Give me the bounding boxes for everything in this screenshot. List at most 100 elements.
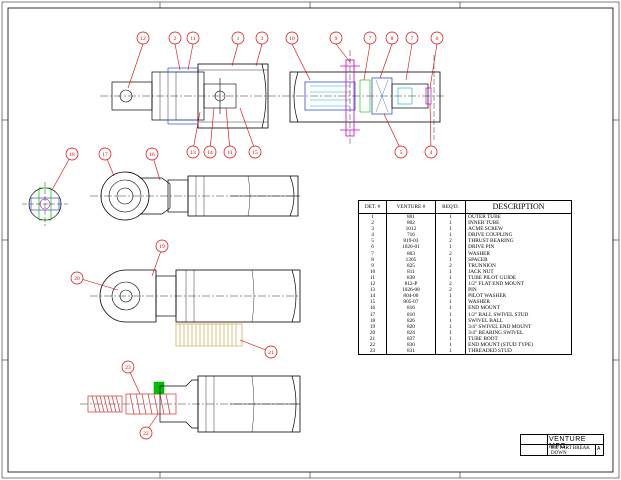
balloon-21: 21 [264,345,278,359]
bom-reqd: 1 [434,317,467,324]
bom-reqd: 2 [434,250,467,257]
bom-header-venture: VENTURE # [386,200,436,214]
bom-reqd: 1 [434,226,467,233]
bom-det: 19 [357,323,388,330]
balloon-23: 23 [121,360,135,374]
balloon-1: 1 [231,31,245,45]
bom-reqd: 1 [434,299,467,306]
bom-det: 23 [357,348,388,356]
bom-reqd: 1 [434,232,467,239]
bom-det: 12 [357,281,388,288]
bom-det: 18 [357,317,388,324]
bom-reqd: 2 [434,262,467,269]
bom-det: 13 [357,287,388,294]
bom-reqd: 2 [434,238,467,245]
bom-reqd: 1 [434,323,467,330]
swivel-mount-view [90,269,301,347]
balloon-19: 19 [155,239,169,253]
bom-description: ACME SCREW [465,226,572,233]
svg-text:19: 19 [159,244,165,250]
bearing-swivel [111,281,141,311]
bom-reqd: 2 [434,287,467,294]
svg-text:20: 20 [74,276,80,282]
bom-description: PILOT WASHER [465,293,572,300]
balloon-13: 13 [186,145,200,159]
balloon-12: 12 [136,31,150,45]
balloon-10: 10 [285,31,299,45]
threaded-stud [87,393,177,415]
svg-text:21: 21 [268,350,274,356]
drive-coupling [391,83,429,109]
bom-det: 22 [357,341,388,349]
bom-description: 1/2" FLAT END MOUNT [465,281,572,288]
svg-text:7: 7 [369,36,372,42]
bom-description: DRIVE PIN [465,244,572,251]
balloon-8: 8 [385,31,399,45]
balloon-18: 18 [65,147,79,161]
bom-description: END MOUNT [465,305,572,312]
svg-text:10: 10 [289,36,295,42]
bom-det: 9 [357,262,388,269]
bom-det: 1 [357,213,388,221]
bom-description: SPACER [465,256,572,263]
bom-reqd: 1 [434,348,467,356]
balloon-6: 6 [430,31,444,45]
svg-text:13: 13 [190,150,196,156]
svg-text:5: 5 [400,150,403,156]
bom-description: 3/4" BEARING SWIVEL [465,329,572,336]
bom-reqd: 2 [434,281,467,288]
bom-reqd: 1 [434,256,467,263]
bom-header-description: DESCRIPTION [465,200,572,214]
bom-det: 20 [357,329,388,336]
svg-text:15: 15 [252,150,258,156]
balloon-7-second: 7 [405,31,419,45]
balloon-17: 17 [98,147,112,161]
top-assembly [100,50,445,145]
bom-det: 16 [357,305,388,312]
bom-det: 3 [357,226,388,233]
svg-text:22: 22 [143,431,149,437]
bom-det: 6 [357,244,388,251]
bom-description: TRUNNION [465,262,572,269]
bom-reqd: 1 [434,213,467,221]
balloon-9: 9 [329,31,343,45]
bom-det: 4 [357,232,388,239]
bom-header-row: DET. # VENTURE # REQ'D. DESCRIPTION [357,200,572,214]
bom-reqd: 1 [434,311,467,318]
bom-description: THRUST BEARING [465,238,572,245]
bom-header-reqd: REQ'D. [434,200,467,214]
jack-nut [304,81,356,111]
end-mount-outer [100,171,150,221]
bom-description: DRIVE COUPLING [465,232,572,239]
svg-text:7: 7 [411,36,414,42]
revision-letter: A [597,446,601,452]
bom-venture: 801 [386,213,436,221]
bom-reqd: 1 [434,268,467,275]
balloon-7: 7 [363,31,377,45]
svg-text:23: 23 [125,365,131,371]
bom-description: 1/2" BALL SWIVEL STUD [465,311,572,318]
bom-det: 2 [357,220,388,227]
svg-text:18: 18 [69,152,75,158]
svg-text:11: 11 [190,36,196,42]
outer-tube-right [289,71,441,123]
flat-end-mount-hole [119,89,133,103]
bom-det: 17 [357,311,388,318]
bom-description: 3/4" SWIVEL END MOUNT [465,323,572,330]
